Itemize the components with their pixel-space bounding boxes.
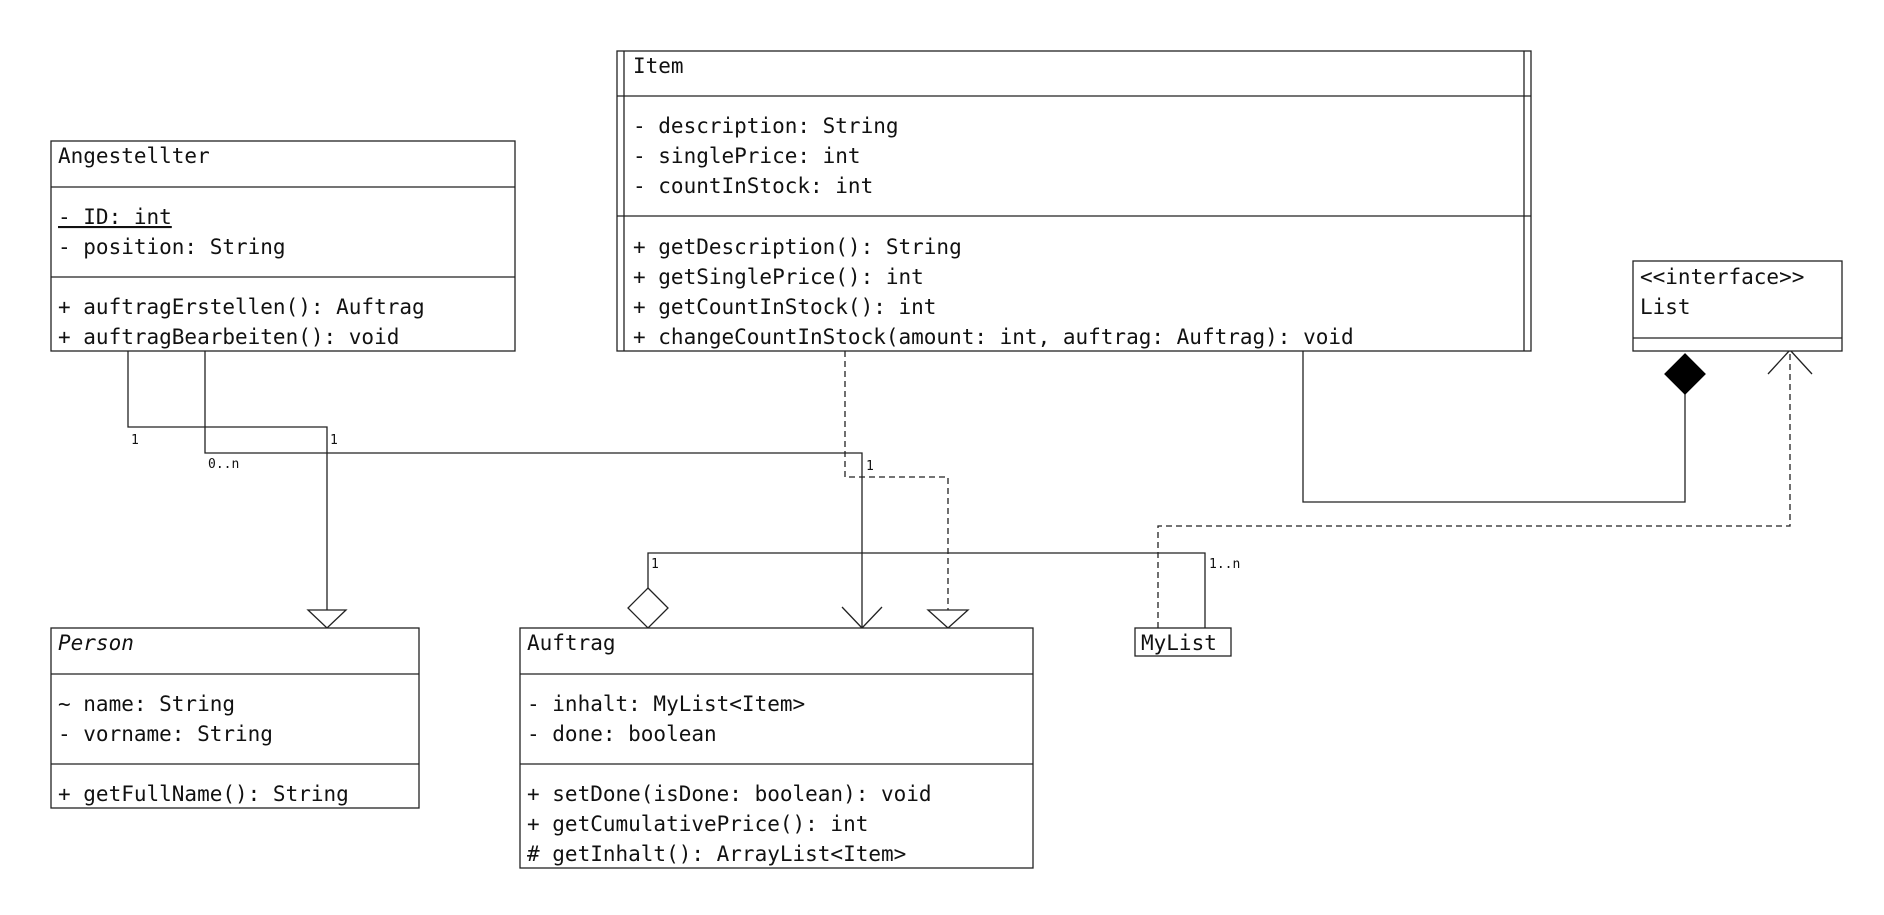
attribute: - singlePrice: int bbox=[633, 144, 861, 168]
method: + changeCountInStock(amount: int, auftra… bbox=[633, 325, 1354, 349]
attribute: - description: String bbox=[633, 114, 899, 138]
method: # getInhalt(): ArrayList<Item> bbox=[527, 842, 906, 866]
method: + setDone(isDone: boolean): void bbox=[527, 782, 932, 806]
multiplicity-angestellter-auftrag: 0..n bbox=[208, 457, 239, 472]
class-name: List bbox=[1640, 295, 1691, 319]
class-angestellter[interactable]: Angestellter - ID: int - position: Strin… bbox=[50, 140, 516, 352]
stereotype-label: <<interface>> bbox=[1640, 265, 1804, 289]
class-mylist[interactable]: MyList bbox=[1134, 627, 1232, 657]
composition-diamond bbox=[1664, 353, 1706, 395]
open-arrowhead bbox=[1767, 349, 1813, 375]
attribute: - vorname: String bbox=[58, 722, 273, 746]
class-person[interactable]: Person ~ name: String - vorname: String … bbox=[50, 627, 420, 809]
attribute: - position: String bbox=[58, 235, 286, 259]
method: + getDescription(): String bbox=[633, 235, 962, 259]
method: + getSinglePrice(): int bbox=[633, 265, 924, 289]
class-name: Auftrag bbox=[527, 631, 616, 655]
method: + getCumulativePrice(): int bbox=[527, 812, 868, 836]
multiplicity-person-end: 1 bbox=[330, 433, 338, 448]
attribute: ~ name: String bbox=[58, 692, 235, 716]
generalization-arrowhead bbox=[306, 609, 348, 629]
method: + auftragErstellen(): Auftrag bbox=[58, 295, 425, 319]
multiplicity-angestellter-person: 1 bbox=[131, 433, 139, 448]
attribute: - inhalt: MyList<Item> bbox=[527, 692, 805, 716]
edge-angestellter-person bbox=[127, 351, 348, 629]
class-item[interactable]: Item - description: String - singlePrice… bbox=[616, 50, 1532, 352]
multiplicity-auftrag-end: 1 bbox=[866, 459, 874, 474]
method: + getCountInStock(): int bbox=[633, 295, 936, 319]
edge-mylist-list bbox=[1157, 349, 1813, 628]
edge-item-list bbox=[1302, 351, 1706, 503]
multiplicity-mylist-end: 1..n bbox=[1209, 557, 1240, 572]
class-name: Person bbox=[58, 631, 134, 655]
interface-list[interactable]: <<interface>> List bbox=[1632, 260, 1843, 352]
class-name: Item bbox=[633, 54, 684, 78]
attribute: - done: boolean bbox=[527, 722, 717, 746]
method: + auftragBearbeiten(): void bbox=[58, 325, 399, 349]
edge-auftrag-mylist bbox=[627, 552, 1206, 629]
class-name: Angestellter bbox=[58, 144, 210, 168]
class-auftrag[interactable]: Auftrag - inhalt: MyList<Item> - done: b… bbox=[519, 627, 1034, 869]
realization-arrowhead bbox=[926, 609, 970, 629]
multiplicity-auftrag-mylist: 1 bbox=[651, 557, 659, 572]
class-name: MyList bbox=[1141, 631, 1217, 655]
attribute-static: - ID: int bbox=[58, 205, 172, 229]
edge-angestellter-auftrag bbox=[204, 351, 883, 629]
aggregation-diamond bbox=[627, 587, 669, 629]
edge-item-auftrag bbox=[844, 351, 970, 629]
method: + getFullName(): String bbox=[58, 782, 349, 806]
attribute: - countInStock: int bbox=[633, 174, 873, 198]
